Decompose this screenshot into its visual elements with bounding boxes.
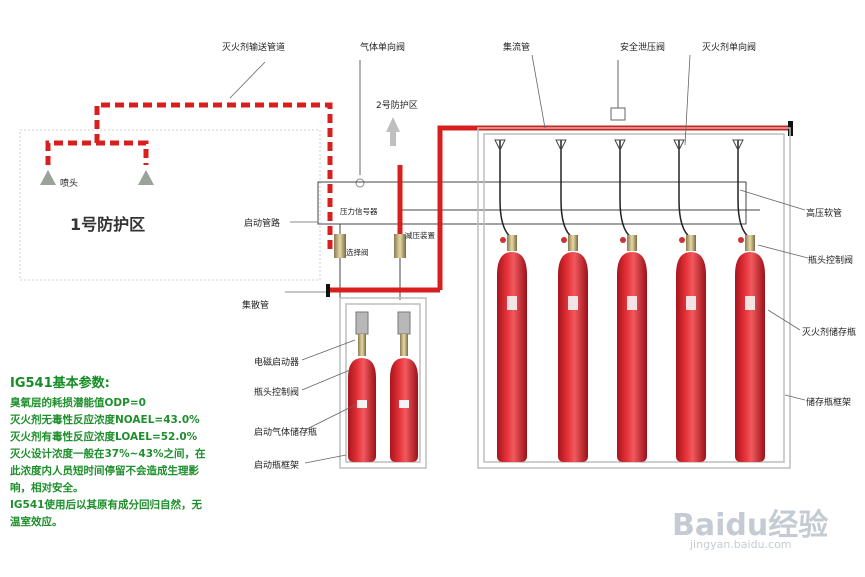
params-line: 响，相对安全。: [10, 482, 84, 494]
params-line: 臭氧层的耗损潜能值ODP=0: [10, 397, 146, 409]
cylinder-label-plate: [627, 296, 637, 310]
check-valve-icon: [614, 139, 626, 152]
solenoid-starter-icon: [397, 311, 411, 335]
zone1-boundary: [19, 129, 321, 281]
starter-rack-frame: [339, 297, 427, 469]
bottle-head-valve-icon: [627, 235, 637, 251]
collector-end-cap: [326, 284, 330, 297]
nozzle-icon: [40, 170, 154, 185]
label-storage-rack: 储存瓶框架: [806, 398, 852, 408]
label-solenoid-starter: 电磁启动器: [254, 358, 300, 368]
check-valve-icon: [555, 139, 567, 152]
bottle-head-valve-icon: [400, 334, 408, 356]
params-line: 温室效应。: [10, 516, 63, 528]
valve-knob-icon: [561, 237, 567, 243]
params-line: 灭火设计浓度一般在37%~43%之间，在: [10, 448, 206, 460]
valve-knob-icon: [679, 237, 685, 243]
label-safety-relief-valve: 安全泄压阀: [620, 43, 666, 53]
solenoid-starter-icon: [355, 311, 369, 335]
params-title: IG541基本参数:: [10, 376, 110, 391]
label-starter-cylinder: 启动气体储存瓶: [254, 428, 318, 438]
valve-knob-icon: [620, 237, 626, 243]
pressure-reducer-icon: [394, 234, 406, 258]
selector-valve-icon: [334, 234, 346, 258]
label-zone1: 1号防护区: [70, 215, 146, 234]
label-selector-valve: 选择阀: [346, 248, 369, 257]
leader-lines: [229, 54, 809, 464]
label-agent-pipe: 灭火剂输送管道: [222, 43, 286, 53]
cylinder-label-plate: [399, 400, 409, 408]
label-start-pipeline: 启动管路: [244, 219, 281, 229]
high-pressure-hose: [678, 140, 692, 239]
high-pressure-hose: [499, 140, 513, 239]
agent-delivery-pipe: [45, 102, 333, 250]
bottle-head-valve-icon: [568, 235, 578, 251]
label-nozzle: 喷头: [60, 179, 79, 189]
cylinder-label-plate: [745, 296, 755, 310]
cylinder-label-plate: [568, 296, 578, 310]
bottle-head-valve-icon: [358, 334, 366, 356]
gas-check-valve-icon: [355, 178, 365, 188]
agent-cylinders: [494, 139, 765, 462]
label-pressure-switch: 压力信号器: [340, 207, 378, 216]
agent-cylinder: [676, 252, 706, 462]
check-valve-icon: [673, 139, 685, 152]
check-valve-icon: [732, 139, 744, 152]
starter-cylinders: [348, 311, 418, 462]
valve-knob-icon: [500, 237, 506, 243]
label-agent-check-valve: 灭火剂单向阀: [702, 43, 757, 53]
params-line: 灭火剂无毒性反应浓度NOAEL=43.0%: [10, 414, 200, 426]
label-bottle-head-valve-right: 瓶头控制阀: [808, 256, 854, 266]
cylinder-label-plate: [686, 296, 696, 310]
starter-cylinder: [348, 358, 376, 462]
label-gas-check-valve: 气体单向阀: [360, 43, 406, 53]
label-bottle-head-valve-left: 瓶头控制阀: [254, 388, 300, 398]
high-pressure-hose: [619, 140, 633, 239]
params-line: 此浓度内人员短时间停留不会造成生理影: [10, 465, 199, 477]
agent-cylinder: [617, 252, 647, 462]
bottle-head-valve-icon: [507, 235, 517, 251]
params-line: IG541使用后以其原有成分回归自然，无: [10, 499, 202, 511]
label-zone2: 2号防护区: [376, 101, 418, 111]
cylinder-label-plate: [357, 400, 367, 408]
label-starter-rack: 启动瓶框架: [254, 461, 300, 471]
agent-cylinder: [497, 252, 527, 462]
bottle-head-valve-icon: [686, 235, 696, 251]
label-pressure-reducer: 减压装置: [405, 231, 435, 240]
high-pressure-hose: [737, 140, 751, 239]
bottle-head-valve-icon: [745, 235, 755, 251]
params-line: 灭火剂有毒性反应浓度LOAEL=52.0%: [10, 431, 198, 443]
watermark-url: jingyan.baidu.com: [690, 538, 792, 551]
label-collector-pipe: 集散管: [242, 301, 270, 311]
valve-knob-icon: [738, 237, 744, 243]
zone2-arrow-icon: [386, 117, 400, 146]
label-manifold: 集流管: [503, 43, 531, 53]
agent-cylinder: [735, 252, 765, 462]
watermark-brand: Baidu经验: [672, 508, 829, 543]
starter-cylinder: [390, 358, 418, 462]
check-valve-icon: [494, 139, 506, 152]
high-pressure-hose: [560, 140, 574, 239]
safety-relief-valve-icon: [610, 107, 626, 121]
cylinder-label-plate: [507, 296, 517, 310]
label-high-pressure-hose: 高压软管: [806, 209, 843, 219]
ig541-parameters: IG541基本参数: 臭氧层的耗损潜能值ODP=0 灭火剂无毒性反应浓度NOAE…: [10, 372, 320, 531]
agent-cylinder: [558, 252, 588, 462]
label-agent-cylinder: 灭火剂储存瓶: [802, 328, 857, 338]
